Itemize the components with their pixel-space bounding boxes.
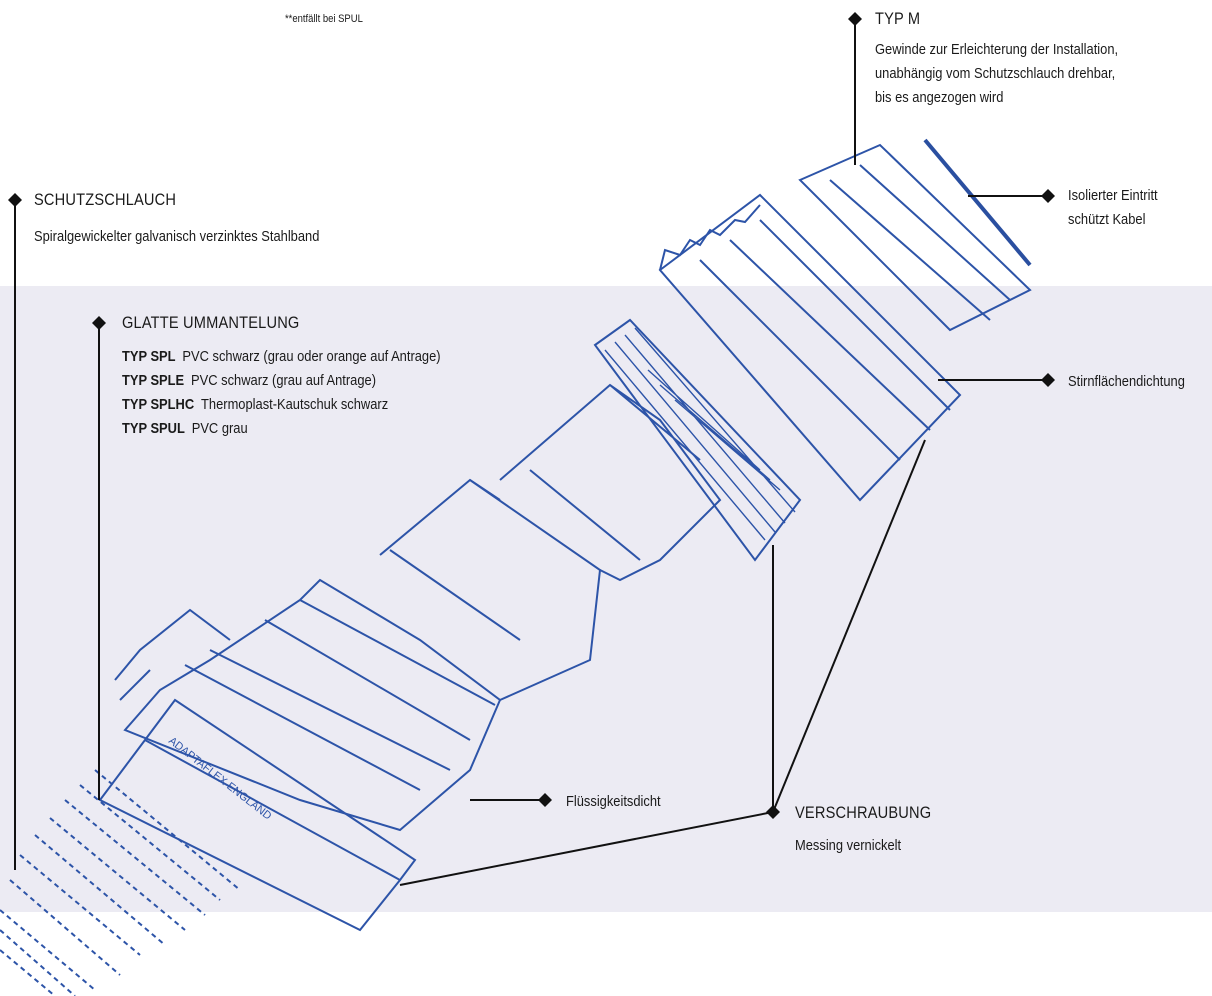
diamond-schutzschlauch — [8, 193, 22, 207]
fluessigkeitsdicht-label: Flüssigkeitsdicht — [566, 793, 661, 810]
typ-m-description: Gewinde zur Erleichterung der Installati… — [875, 38, 1118, 110]
type-desc: PVC schwarz (grau oder orange auf Antrag… — [182, 348, 441, 365]
type-row: TYP SPUL PVC grau — [122, 417, 441, 441]
diamond-verschraubung — [766, 805, 780, 819]
engraving-text: ADAPTAFLEX ENGLAND — [166, 735, 273, 823]
type-desc: Thermoplast-Kautschuk schwarz — [201, 396, 389, 413]
marker-diamonds — [8, 12, 1055, 819]
type-row: TYP SPLHC Thermoplast-Kautschuk schwarz — [122, 393, 441, 417]
type-code: TYP SPL — [122, 348, 176, 365]
type-code: TYP SPLE — [122, 372, 185, 389]
verschraubung-title: VERSCHRAUBUNG — [795, 803, 932, 822]
verschraubung-description: Messing vernickelt — [795, 837, 902, 854]
typ-m-line-2: unabhängig vom Schutzschlauch drehbar, — [875, 65, 1116, 82]
threaded-cap — [798, 143, 1032, 332]
knurled-nut — [593, 318, 802, 562]
schutzschlauch-description: Spiralgewickelter galvanisch verzinktes … — [34, 228, 320, 245]
isolierter-eintritt-label: Isolierter Eintritt schützt Kabel — [1068, 184, 1158, 232]
type-desc: PVC grau — [191, 420, 248, 437]
glatte-types-list: TYP SPL PVC schwarz (grau oder orange auf… — [122, 345, 441, 441]
background-band — [0, 286, 1212, 912]
diamond-isolierter — [1041, 189, 1055, 203]
schutzschlauch-title: SCHUTZSCHLAUCH — [34, 190, 177, 209]
typ-m-line-3: bis es angezogen wird — [875, 89, 1004, 106]
type-row: TYP SPL PVC schwarz (grau oder orange auf… — [122, 345, 441, 369]
coupling-ring — [98, 698, 417, 932]
taper — [499, 383, 722, 582]
type-code: TYP SPLHC — [122, 396, 195, 413]
diamond-stirnflaeche — [1041, 373, 1055, 387]
diamond-typ-m — [848, 12, 862, 26]
typ-m-title: TYP M — [875, 9, 921, 28]
conduit-drawing — [0, 769, 241, 996]
footnote: **entfällt bei SPUL — [285, 13, 363, 25]
type-code: TYP SPUL — [122, 420, 185, 437]
sleeve — [379, 478, 602, 701]
typ-m-line-1: Gewinde zur Erleichterung der Installati… — [875, 41, 1119, 58]
leader-lines — [14, 20, 1048, 886]
isolierter-line-2: schützt Kabel — [1068, 211, 1146, 228]
glatte-ummantelung-title: GLATTE UMMANTELUNG — [122, 313, 300, 332]
stirnflaechendichtung-label: Stirnflächendichtung — [1068, 373, 1185, 390]
type-row: TYP SPLE PVC schwarz (grau auf Antrage) — [122, 369, 441, 393]
type-desc: PVC schwarz (grau auf Antrage) — [191, 372, 377, 389]
diamond-glatte — [92, 316, 106, 330]
diamond-fluessig — [538, 793, 552, 807]
isolierter-line-1: Isolierter Eintritt — [1068, 187, 1158, 204]
threaded-collar — [658, 193, 962, 502]
